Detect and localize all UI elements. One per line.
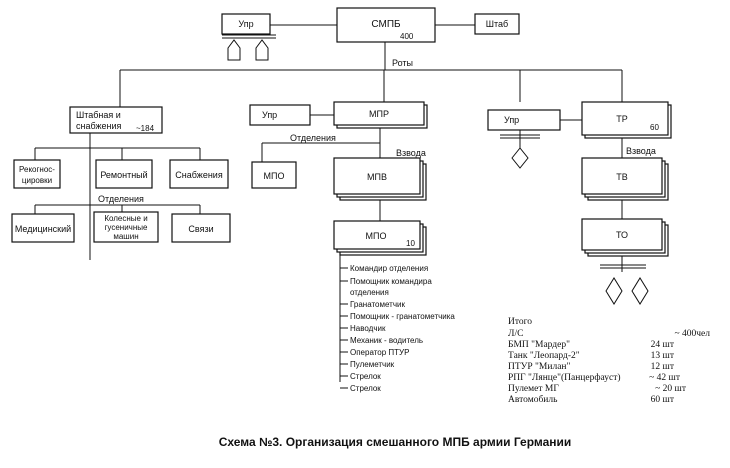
node-mpv: МПВ	[333, 157, 427, 201]
node-tr-label: ТР	[616, 114, 628, 124]
squad-list: Командир отделения Помощник командира от…	[350, 264, 455, 393]
node-svyazi: Связи	[171, 213, 231, 243]
squad-list-item: Механик - водитель	[350, 336, 423, 345]
node-mpo-left-label: МПО	[264, 171, 285, 181]
node-medic-label: Медицинский	[15, 224, 71, 234]
diamond-icon	[511, 147, 529, 169]
node-mpo-main-label: МПО	[366, 231, 387, 241]
node-upr-tr: Упр	[487, 109, 561, 131]
bmp-icon	[255, 39, 269, 61]
node-mpo-left: МПО	[251, 161, 297, 189]
node-shtabnaya: Штабная и снабжения ~184	[69, 106, 163, 134]
node-upr-top-label: Упр	[238, 19, 253, 29]
squad-list-item: Помощник командира	[350, 277, 432, 286]
summary-row-name: БМП "Мардер"	[508, 340, 570, 350]
summary-row-value: ~ 400чел	[675, 329, 711, 339]
node-to: ТО	[581, 218, 669, 257]
node-upr-top: Упр	[221, 13, 271, 35]
summary-row-value: 12 шт	[651, 362, 675, 372]
node-snabzheniya: Снабжения	[169, 159, 229, 189]
node-medic: Медицинский	[11, 213, 75, 243]
node-shtabnaya-line1: Штабная и	[76, 110, 121, 120]
node-mpo-main-count: 10	[406, 239, 415, 248]
node-smpb-label: СМПБ	[371, 19, 401, 30]
summary-row-name: Пулемет МГ	[508, 384, 559, 394]
squad-list-item: Оператор ПТУР	[350, 348, 409, 357]
summary-row-value: 24 шт	[651, 340, 675, 350]
otdeleniya-mpr-label: Отделения	[290, 133, 336, 143]
node-shtab: Штаб	[474, 13, 520, 35]
node-kolesnye-line1: Колесные и	[104, 214, 147, 223]
node-tv-label: ТВ	[616, 172, 628, 182]
bmp-icon	[227, 39, 241, 61]
node-upr-mpr-label: Упр	[262, 110, 277, 120]
node-kolesnye-line3: машин	[113, 232, 138, 241]
node-shtab-label: Штаб	[486, 19, 508, 29]
vzvoda-tr-label: Взвода	[626, 146, 656, 156]
node-to-label: ТО	[616, 230, 628, 240]
summary-row-value: ~ 20 шт	[655, 384, 687, 394]
node-mpr-label: МПР	[369, 109, 389, 119]
node-mpo-main: МПО 10	[333, 220, 427, 256]
summary-row-name: РПГ "Лянце"(Панцерфауст)	[508, 372, 621, 383]
node-tr-count: 60	[650, 123, 659, 132]
node-smpb-count: 400	[400, 32, 414, 41]
node-remontny: Ремонтный	[95, 159, 153, 189]
summary-table: Итого Л/С ~ 400чел БМП "Мардер" 24 шт Та…	[508, 317, 710, 405]
squad-list-item: Стрелок	[350, 372, 381, 381]
summary-row-name: ПТУР "Милан"	[508, 362, 570, 372]
connector-lines	[34, 24, 646, 389]
node-upr-tr-label: Упр	[504, 115, 519, 125]
node-smpb: СМПБ 400	[336, 7, 436, 43]
squad-list-item: Стрелок	[350, 384, 381, 393]
vehicle-symbols	[227, 39, 649, 305]
squad-list-item: Пулеметчик	[350, 360, 395, 369]
node-kolesnye: Колесные и гусеничные машин	[93, 211, 159, 243]
summary-row-value: 13 шт	[651, 351, 675, 361]
node-rekognos: Рекогнос- цировки	[13, 159, 61, 189]
summary-row-name: Автомобиль	[508, 394, 558, 405]
node-tv: ТВ	[581, 157, 669, 201]
squad-list-item: отделения	[350, 288, 389, 297]
node-svyazi-label: Связи	[188, 224, 213, 234]
diamond-icon	[631, 277, 649, 305]
node-upr-mpr: Упр	[249, 104, 311, 126]
roty-label: Роты	[392, 58, 413, 68]
summary-row-name: Л/С	[508, 329, 523, 339]
diamond-icon	[605, 277, 623, 305]
node-kolesnye-line2: гусеничные	[105, 223, 149, 232]
summary-row-name: Танк "Леопард-2"	[508, 351, 580, 361]
vzvoda-mpr-label: Взвода	[396, 148, 426, 158]
node-mpr: МПР	[333, 101, 428, 129]
node-rekognos-line1: Рекогнос-	[19, 165, 55, 174]
node-snabzheniya-label: Снабжения	[175, 170, 223, 180]
summary-row-value: ~ 42 шт	[649, 373, 681, 383]
node-rekognos-line2: цировки	[22, 176, 52, 185]
squad-list-item: Гранатометчик	[350, 300, 405, 309]
diagram-caption: Схема №3. Организация смешанного МПБ арм…	[219, 435, 572, 449]
node-shtabnaya-line2: снабжения	[76, 121, 122, 131]
node-remontny-label: Ремонтный	[100, 170, 147, 180]
node-tr: ТР 60	[581, 101, 672, 139]
node-shtabnaya-count: ~184	[136, 124, 155, 133]
node-mpv-label: МПВ	[367, 172, 387, 182]
summary-title: Итого	[508, 317, 532, 327]
squad-list-item: Командир отделения	[350, 264, 428, 273]
squad-list-item: Помощник - гранатометчика	[350, 312, 455, 321]
summary-row-value: 60 шт	[651, 395, 675, 405]
otdeleniya-shtab-label: Отделения	[98, 194, 144, 204]
squad-list-item: Наводчик	[350, 324, 386, 333]
